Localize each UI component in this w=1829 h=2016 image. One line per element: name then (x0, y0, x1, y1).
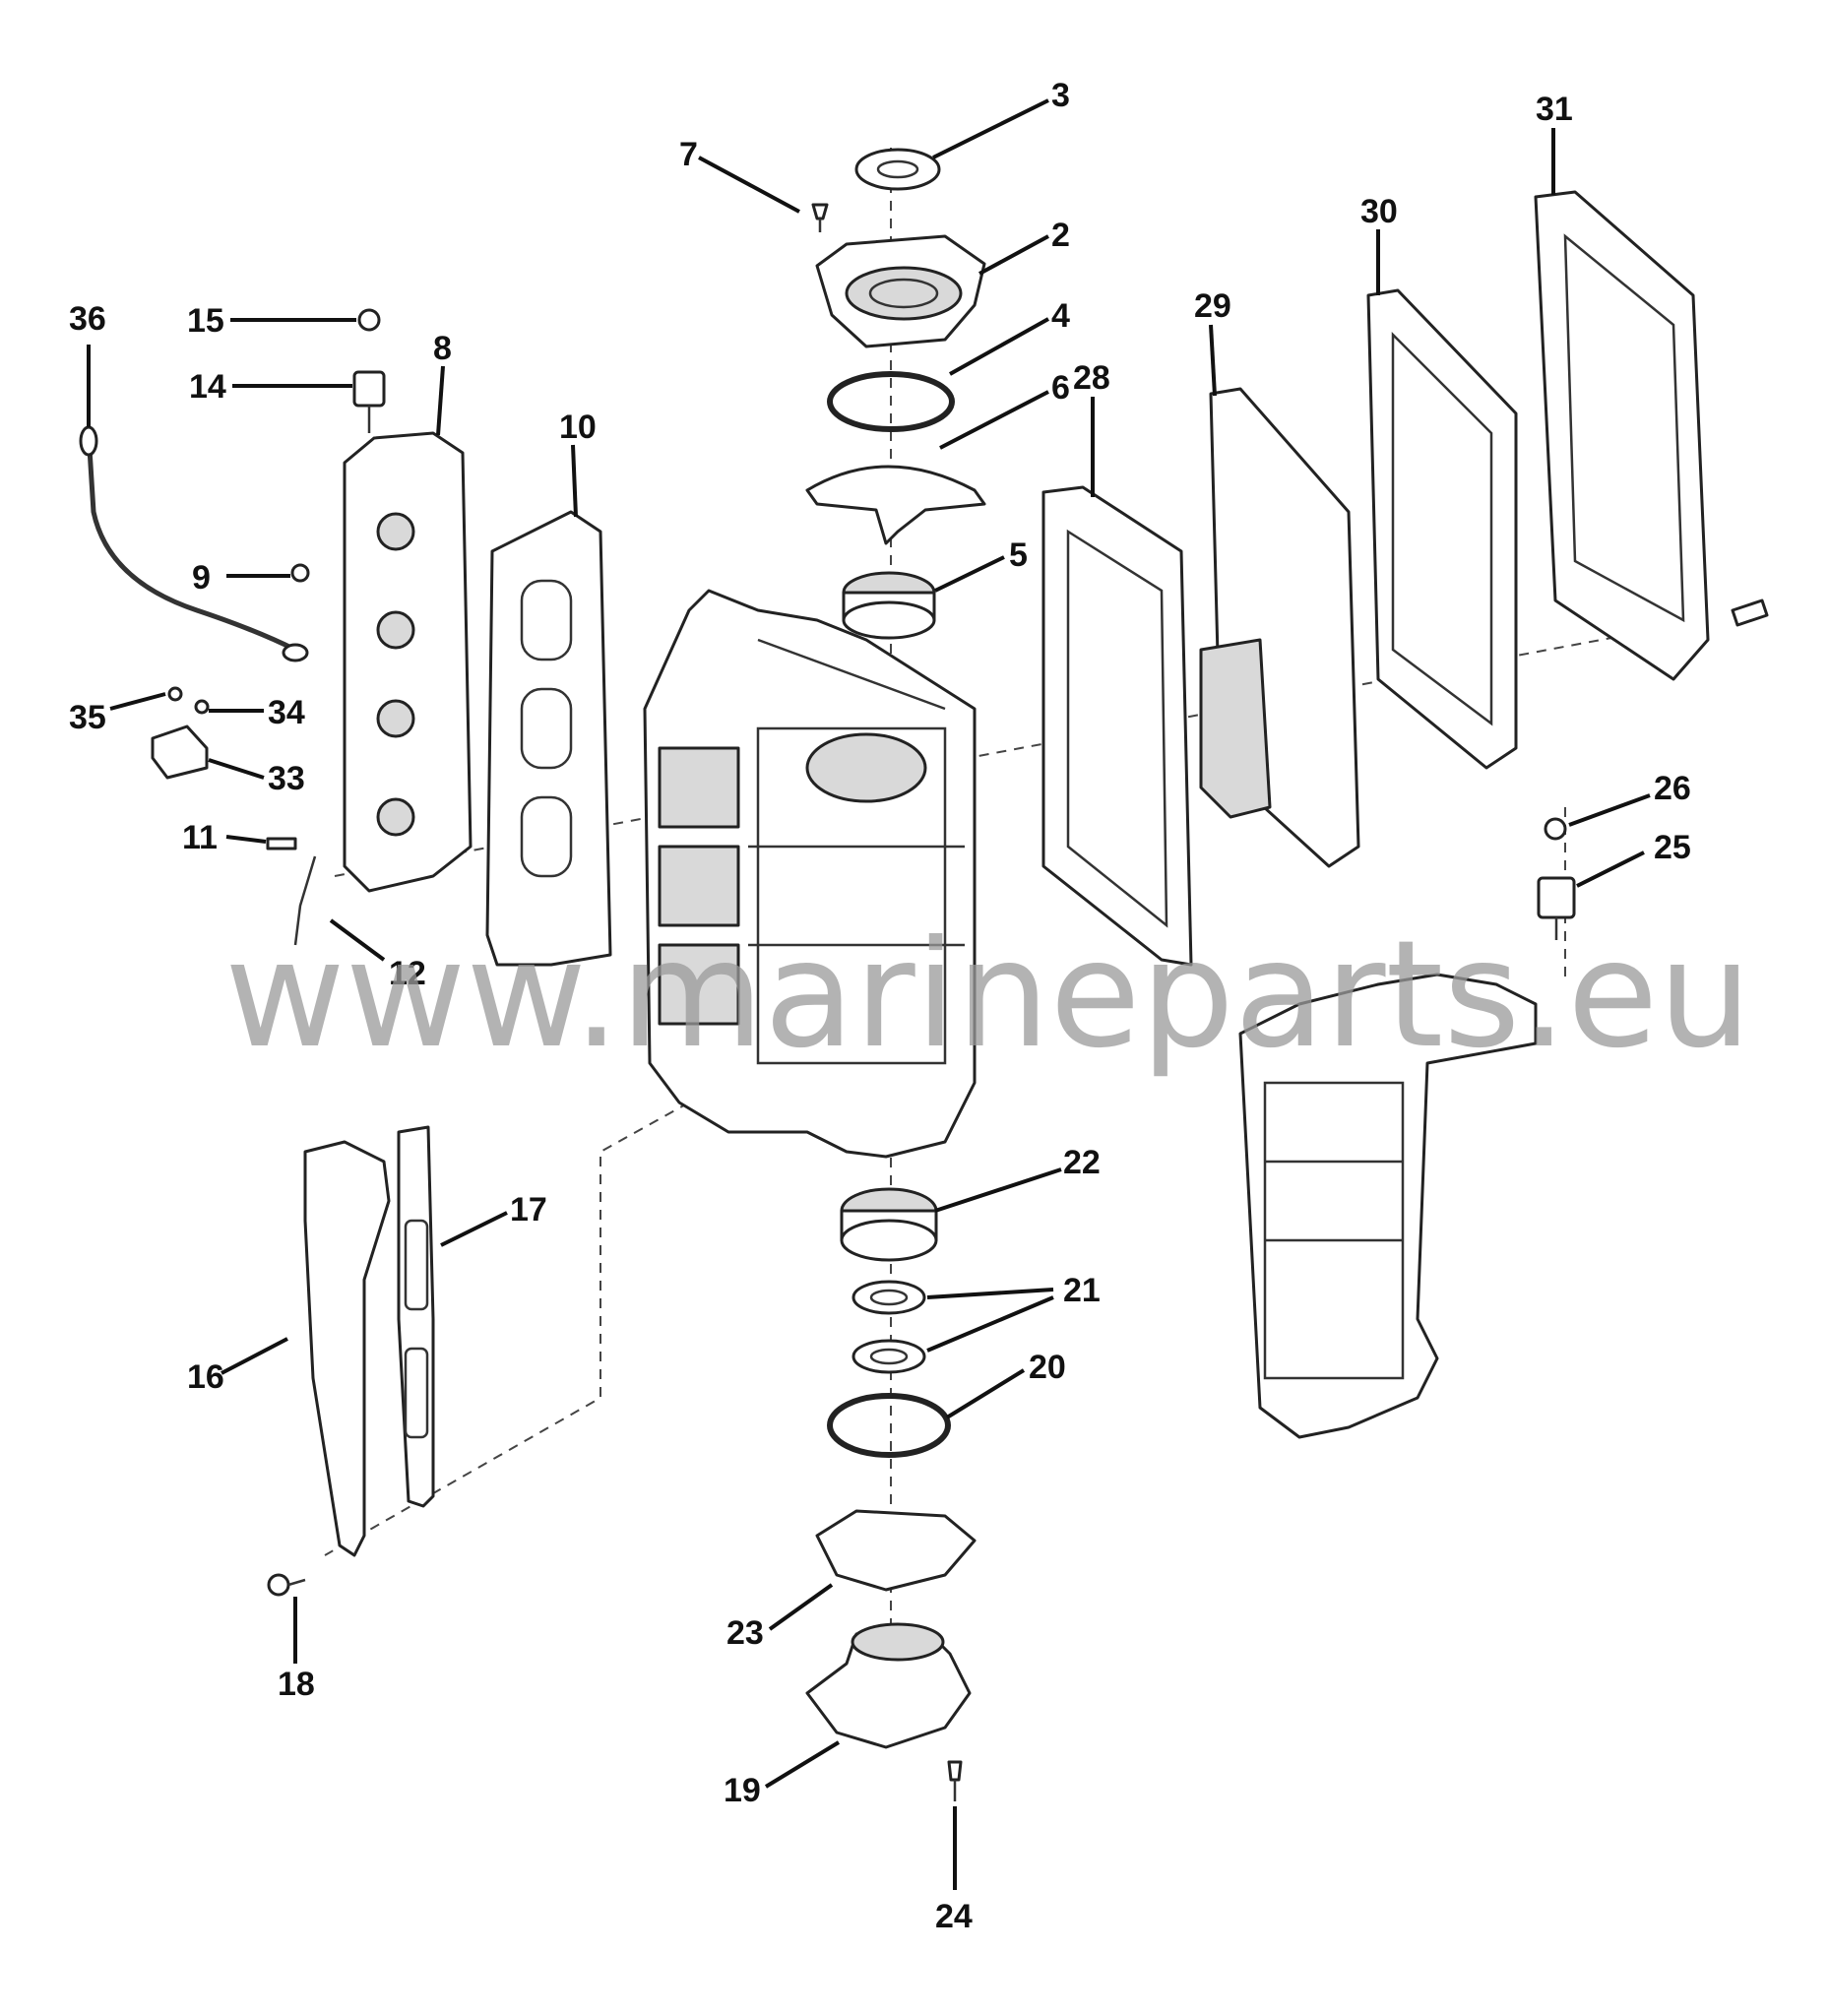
callout-25: 25 (1654, 829, 1691, 866)
part-28-gasket (1041, 485, 1193, 967)
cylinder-block (643, 589, 977, 1159)
callout-24: 24 (935, 1898, 973, 1935)
part-31-cover (1534, 190, 1769, 681)
callout-6: 6 (1051, 369, 1070, 407)
part-7-screw (811, 203, 829, 232)
callout-22: 22 (1063, 1144, 1101, 1181)
callout-2: 2 (1051, 217, 1070, 254)
part-4-o-ring (827, 371, 955, 432)
part-33-bracket (151, 724, 209, 780)
callout-4: 4 (1051, 297, 1070, 335)
callout-21: 21 (1063, 1272, 1101, 1309)
part-2-upper-end-cap (815, 234, 986, 348)
part-19-lower-end-cap (805, 1622, 972, 1749)
part-21-oil-seal-lower (851, 1339, 926, 1374)
callout-15: 15 (187, 302, 224, 340)
part-23-gasket (815, 1509, 977, 1592)
callout-35: 35 (69, 699, 106, 736)
callout-33: 33 (268, 760, 305, 797)
callout-36: 36 (69, 300, 106, 338)
callout-16: 16 (187, 1358, 224, 1396)
part-12-wire-lead (293, 855, 317, 946)
callout-10: 10 (559, 409, 597, 446)
callout-labels: 3 7 2 4 6 5 8 10 15 14 36 9 35 34 33 11 … (69, 77, 1691, 1935)
part-21-oil-seal-upper (851, 1280, 926, 1315)
part-9-screw (290, 563, 310, 583)
callout-30: 30 (1360, 193, 1398, 230)
callout-7: 7 (679, 136, 698, 173)
callout-5: 5 (1009, 536, 1028, 574)
part-10-gasket (485, 510, 612, 967)
part-11-screw (266, 837, 297, 850)
part-16-transfer-cover (303, 1140, 391, 1557)
callout-34: 34 (268, 694, 305, 731)
callout-18: 18 (278, 1666, 315, 1703)
part-26-nut (1544, 817, 1567, 841)
part-30-gasket (1366, 288, 1518, 770)
callout-19: 19 (724, 1772, 761, 1809)
callout-8: 8 (433, 330, 452, 367)
part-35-clip (167, 686, 183, 702)
callout-9: 9 (192, 559, 211, 597)
part-17-gasket (397, 1125, 435, 1508)
part-34-clip (194, 699, 210, 715)
watermark-text: www.marineparts.eu (224, 910, 1752, 1081)
part-5-ball-bearing (842, 571, 936, 640)
part-8-exhaust-cover (343, 431, 473, 893)
part-14-sensor (352, 370, 386, 433)
callout-26: 26 (1654, 770, 1691, 807)
part-36-wire-harness (79, 425, 309, 662)
callout-14: 14 (189, 368, 226, 406)
callout-28: 28 (1073, 359, 1110, 397)
callout-29: 29 (1194, 287, 1231, 325)
callout-11: 11 (182, 819, 218, 856)
part-22-roller-bearing (840, 1187, 938, 1262)
crankcase-half (1238, 973, 1538, 1439)
callout-31: 31 (1536, 91, 1573, 128)
callout-17: 17 (510, 1191, 547, 1228)
part-18-screw (267, 1573, 306, 1597)
callout-12: 12 (389, 955, 426, 992)
leader-lines (87, 98, 1651, 1890)
part-6-gasket (805, 465, 986, 545)
callout-3: 3 (1051, 77, 1070, 114)
callout-23: 23 (726, 1614, 764, 1652)
part-29-plate (1199, 387, 1360, 868)
callout-20: 20 (1029, 1349, 1066, 1386)
part-20-o-ring (827, 1393, 951, 1458)
part-3-seal (854, 148, 941, 191)
part-25-mount (1537, 876, 1576, 940)
part-15-nut (357, 308, 381, 332)
part-24-screw (947, 1760, 963, 1801)
